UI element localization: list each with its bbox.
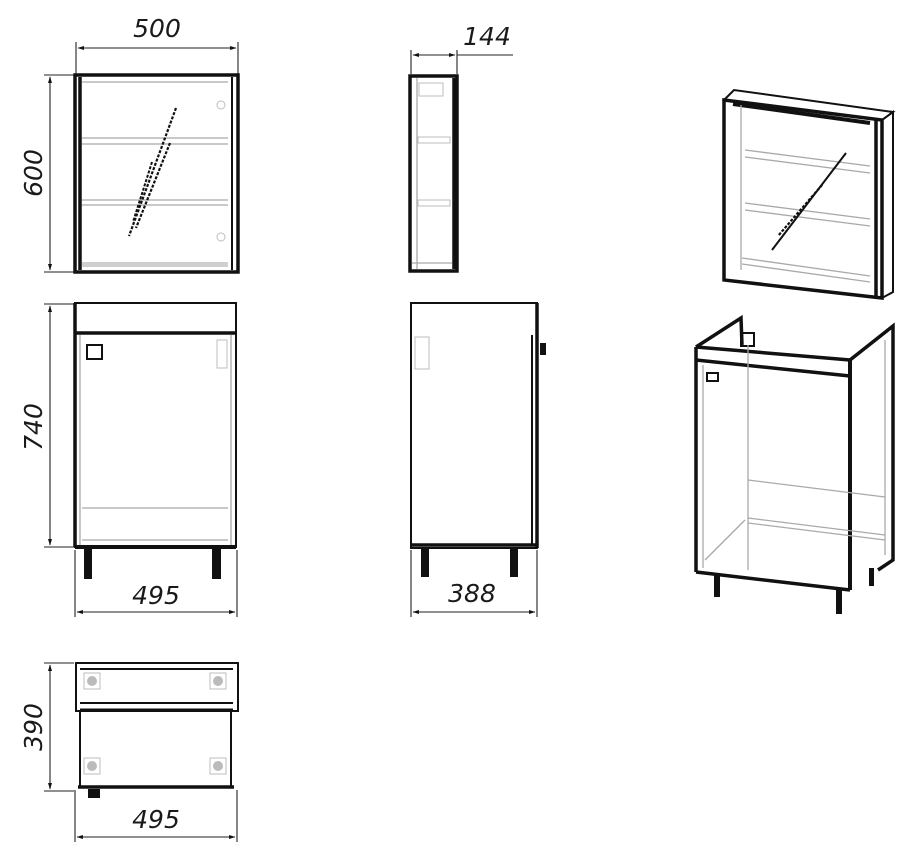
leg-icon: [869, 568, 874, 586]
mirror-handle-icon: [127, 107, 178, 237]
mirror-depth-label: 144: [463, 22, 511, 51]
handle-icon: [88, 789, 100, 798]
mounting-pad-icon: [83, 672, 227, 775]
vanity-depth-label: 388: [448, 579, 496, 608]
vanity-top-width-label: 495: [132, 805, 180, 834]
leg-icon: [212, 549, 221, 579]
isometric-view: [694, 88, 896, 614]
vanity-side-view: 388: [410, 302, 546, 617]
mirror-cabinet-front-view: 500 600: [19, 14, 240, 274]
handle-icon: [540, 343, 546, 355]
mirror-width-label: 500: [133, 14, 181, 43]
leg-icon: [510, 549, 518, 577]
mirror-height-label: 600: [19, 149, 48, 197]
leg-icon: [836, 588, 842, 614]
leg-icon: [421, 549, 429, 577]
mirror-cabinet-side-view: 144: [408, 22, 513, 273]
vanity-top-depth-label: 390: [19, 703, 48, 751]
vanity-front-view: 740 495: [19, 302, 238, 617]
leg-icon: [84, 549, 92, 579]
leg-icon: [714, 573, 720, 597]
vanity-height-label: 740: [19, 403, 48, 451]
hinge-icon: [86, 344, 103, 360]
vanity-width-label: 495: [132, 581, 180, 610]
vanity-top-view: 390 495: [19, 662, 239, 842]
